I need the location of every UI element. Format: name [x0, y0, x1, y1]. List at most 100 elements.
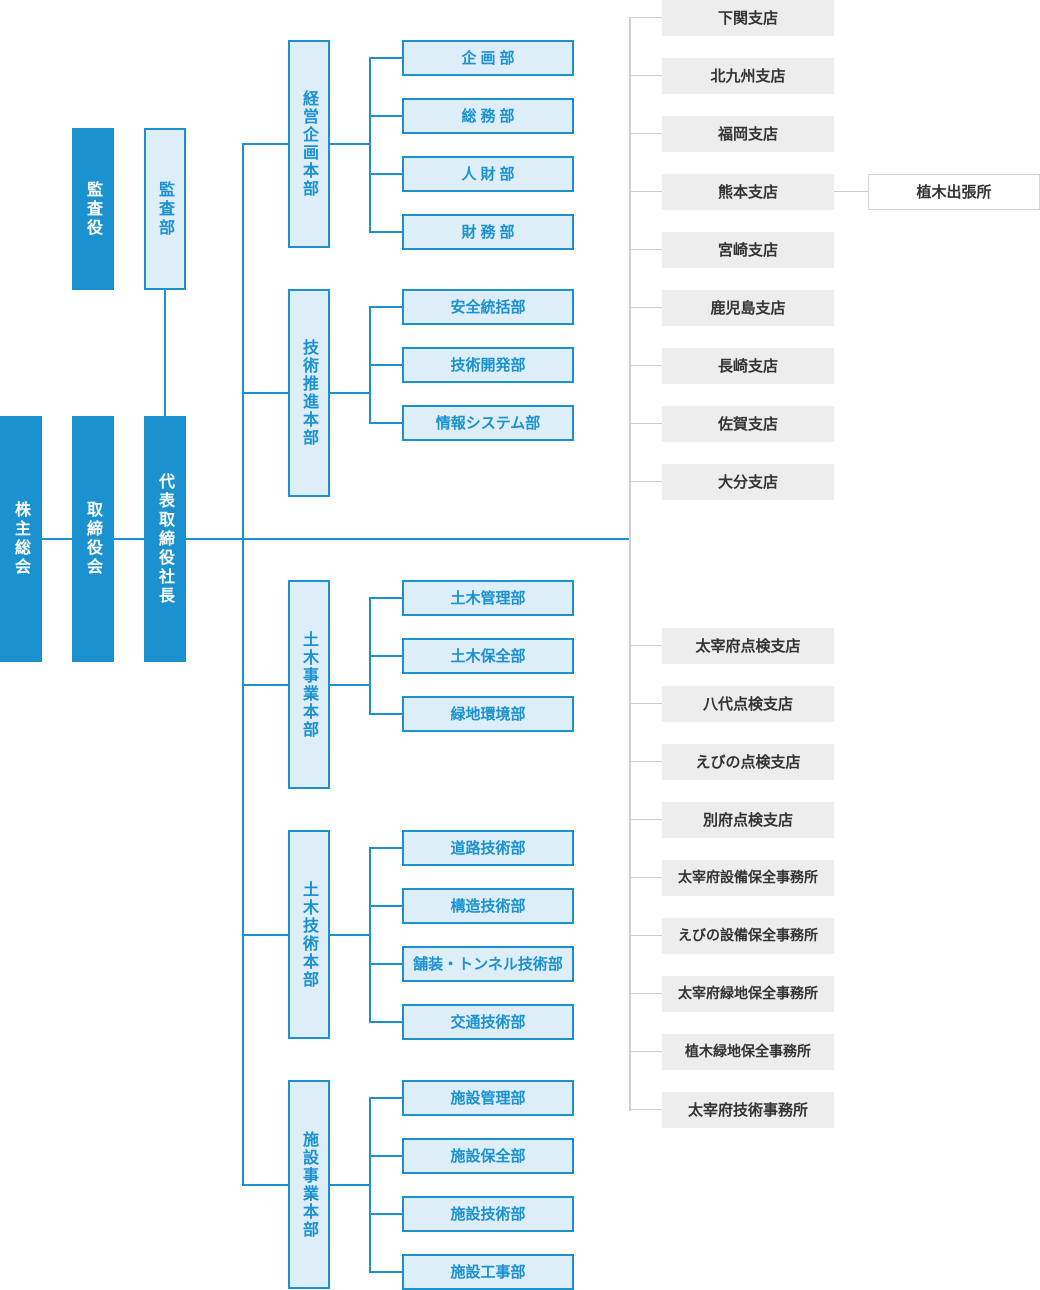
connector-hq-2 — [242, 684, 290, 686]
branch-box: 鹿児島支店 — [662, 290, 834, 326]
connector-office-5 — [629, 935, 663, 936]
connector-dept-2-2 — [369, 713, 403, 715]
inspection-office-box-label: 太宰府設備保全事務所 — [678, 870, 818, 886]
department-box-label: 財務部 — [461, 222, 519, 241]
department-box: 施設管理部 — [402, 1080, 574, 1116]
connector-dept-3-2 — [369, 963, 403, 965]
auditor-box: 監査役 — [72, 128, 114, 290]
connector-dept-1-0 — [369, 306, 403, 308]
department-box: 交通技術部 — [402, 1004, 574, 1040]
connector-branch-office — [834, 191, 870, 192]
connector-dept-4-2 — [369, 1213, 403, 1215]
connector-office-2 — [629, 761, 663, 762]
department-box: 技術開発部 — [402, 347, 574, 383]
connector-branch-4 — [629, 249, 663, 250]
inspection-office-box: 別府点検支店 — [662, 802, 834, 838]
branch-box-label: 福岡支店 — [717, 124, 778, 143]
connector-branch-8 — [629, 481, 663, 482]
branch-box-label: 熊本支店 — [717, 182, 778, 201]
connector-dept-2-1 — [369, 655, 403, 657]
department-box-label: 施設技術部 — [450, 1204, 526, 1223]
inspection-office-box: えびの点検支店 — [662, 744, 834, 780]
inspection-office-box-label: 八代点検支店 — [702, 694, 793, 713]
department-box-label: 技術開発部 — [450, 355, 526, 374]
hq-box-1-label: 技術推進本部 — [300, 339, 319, 447]
connector-office-3 — [629, 819, 663, 820]
connector-dept-trunk-4 — [369, 1097, 371, 1273]
branch-box-label: 下関支店 — [717, 8, 778, 27]
president-box: 代表取締役社長 — [144, 416, 186, 662]
connector-branch-0 — [629, 17, 663, 18]
connector-office-4 — [629, 877, 663, 878]
connector-office-1 — [629, 703, 663, 704]
audit-department-box: 監査部 — [144, 128, 186, 290]
connector-hq-dept-2 — [329, 684, 371, 686]
department-box: 土木管理部 — [402, 580, 574, 616]
branch-box-label: 北九州支店 — [710, 66, 786, 85]
inspection-office-box-label: えびの設備保全事務所 — [678, 928, 818, 944]
hq-box-1: 技術推進本部 — [288, 289, 330, 497]
connector-dept-4-1 — [369, 1155, 403, 1157]
department-box: 土木保全部 — [402, 638, 574, 674]
connector-office-7 — [629, 1051, 663, 1052]
department-box: 財務部 — [402, 214, 574, 250]
department-box: 情報システム部 — [402, 405, 574, 441]
inspection-office-box: 太宰府緑地保全事務所 — [662, 976, 834, 1012]
branch-box: 下関支店 — [662, 0, 834, 36]
board-of-directors-box: 取締役会 — [72, 416, 114, 662]
branch-box: 宮崎支店 — [662, 232, 834, 268]
department-box: 安全統括部 — [402, 289, 574, 325]
branch-box-label: 長崎支店 — [717, 356, 778, 375]
inspection-office-box: 植木緑地保全事務所 — [662, 1034, 834, 1070]
inspection-office-box: 太宰府設備保全事務所 — [662, 860, 834, 896]
connector-hq-trunk — [242, 143, 244, 1186]
department-box-label: 情報システム部 — [435, 413, 541, 432]
hq-box-3: 土木技術本部 — [288, 830, 330, 1039]
department-box: 構造技術部 — [402, 888, 574, 924]
connector-branch-5 — [629, 307, 663, 308]
connector-hq-dept-4 — [329, 1184, 371, 1186]
connector-dept-4-3 — [369, 1271, 403, 1273]
department-box: 企画部 — [402, 40, 574, 76]
branch-office-box-label: 植木出張所 — [916, 182, 992, 201]
department-box-label: 施設保全部 — [450, 1146, 526, 1165]
connector-hq-0 — [242, 143, 290, 145]
connector-office-6 — [629, 993, 663, 994]
connector-hq-3 — [242, 934, 290, 936]
connector-branch-6 — [629, 365, 663, 366]
connector-dept-4-0 — [369, 1097, 403, 1099]
connector-dept-0-2 — [369, 173, 403, 175]
inspection-office-box: えびの設備保全事務所 — [662, 918, 834, 954]
connector-main-horizontal — [0, 538, 630, 540]
department-box-label: 舗装・トンネル技術部 — [413, 954, 563, 973]
branch-box: 大分支店 — [662, 464, 834, 500]
connector-dept-trunk-3 — [369, 847, 371, 1023]
connector-dept-trunk-0 — [369, 57, 371, 233]
branch-box: 佐賀支店 — [662, 406, 834, 442]
connector-hq-4 — [242, 1184, 290, 1186]
connector-dept-3-0 — [369, 847, 403, 849]
department-box: 道路技術部 — [402, 830, 574, 866]
connector-dept-2-0 — [369, 597, 403, 599]
department-box-label: 道路技術部 — [450, 838, 526, 857]
branch-box-label: 大分支店 — [717, 472, 778, 491]
hq-box-4: 施設事業本部 — [288, 1080, 330, 1289]
inspection-office-box-label: えびの点検支店 — [695, 752, 801, 771]
connector-office-8 — [629, 1109, 663, 1110]
department-box: 舗装・トンネル技術部 — [402, 946, 574, 982]
department-box: 施設工事部 — [402, 1254, 574, 1290]
connector-dept-0-0 — [369, 57, 403, 59]
department-box: 総務部 — [402, 98, 574, 134]
connector-branch-trunk — [629, 18, 631, 1111]
department-box-label: 施設工事部 — [450, 1262, 526, 1281]
department-box-label: 土木保全部 — [450, 646, 526, 665]
department-box: 人財部 — [402, 156, 574, 192]
connector-dept-0-1 — [369, 115, 403, 117]
connector-office-0 — [629, 645, 663, 646]
connector-branch-2 — [629, 133, 663, 134]
hq-box-0: 経営企画本部 — [288, 40, 330, 248]
department-box-label: 構造技術部 — [450, 896, 526, 915]
department-box: 施設技術部 — [402, 1196, 574, 1232]
connector-hq-dept-3 — [329, 934, 371, 936]
